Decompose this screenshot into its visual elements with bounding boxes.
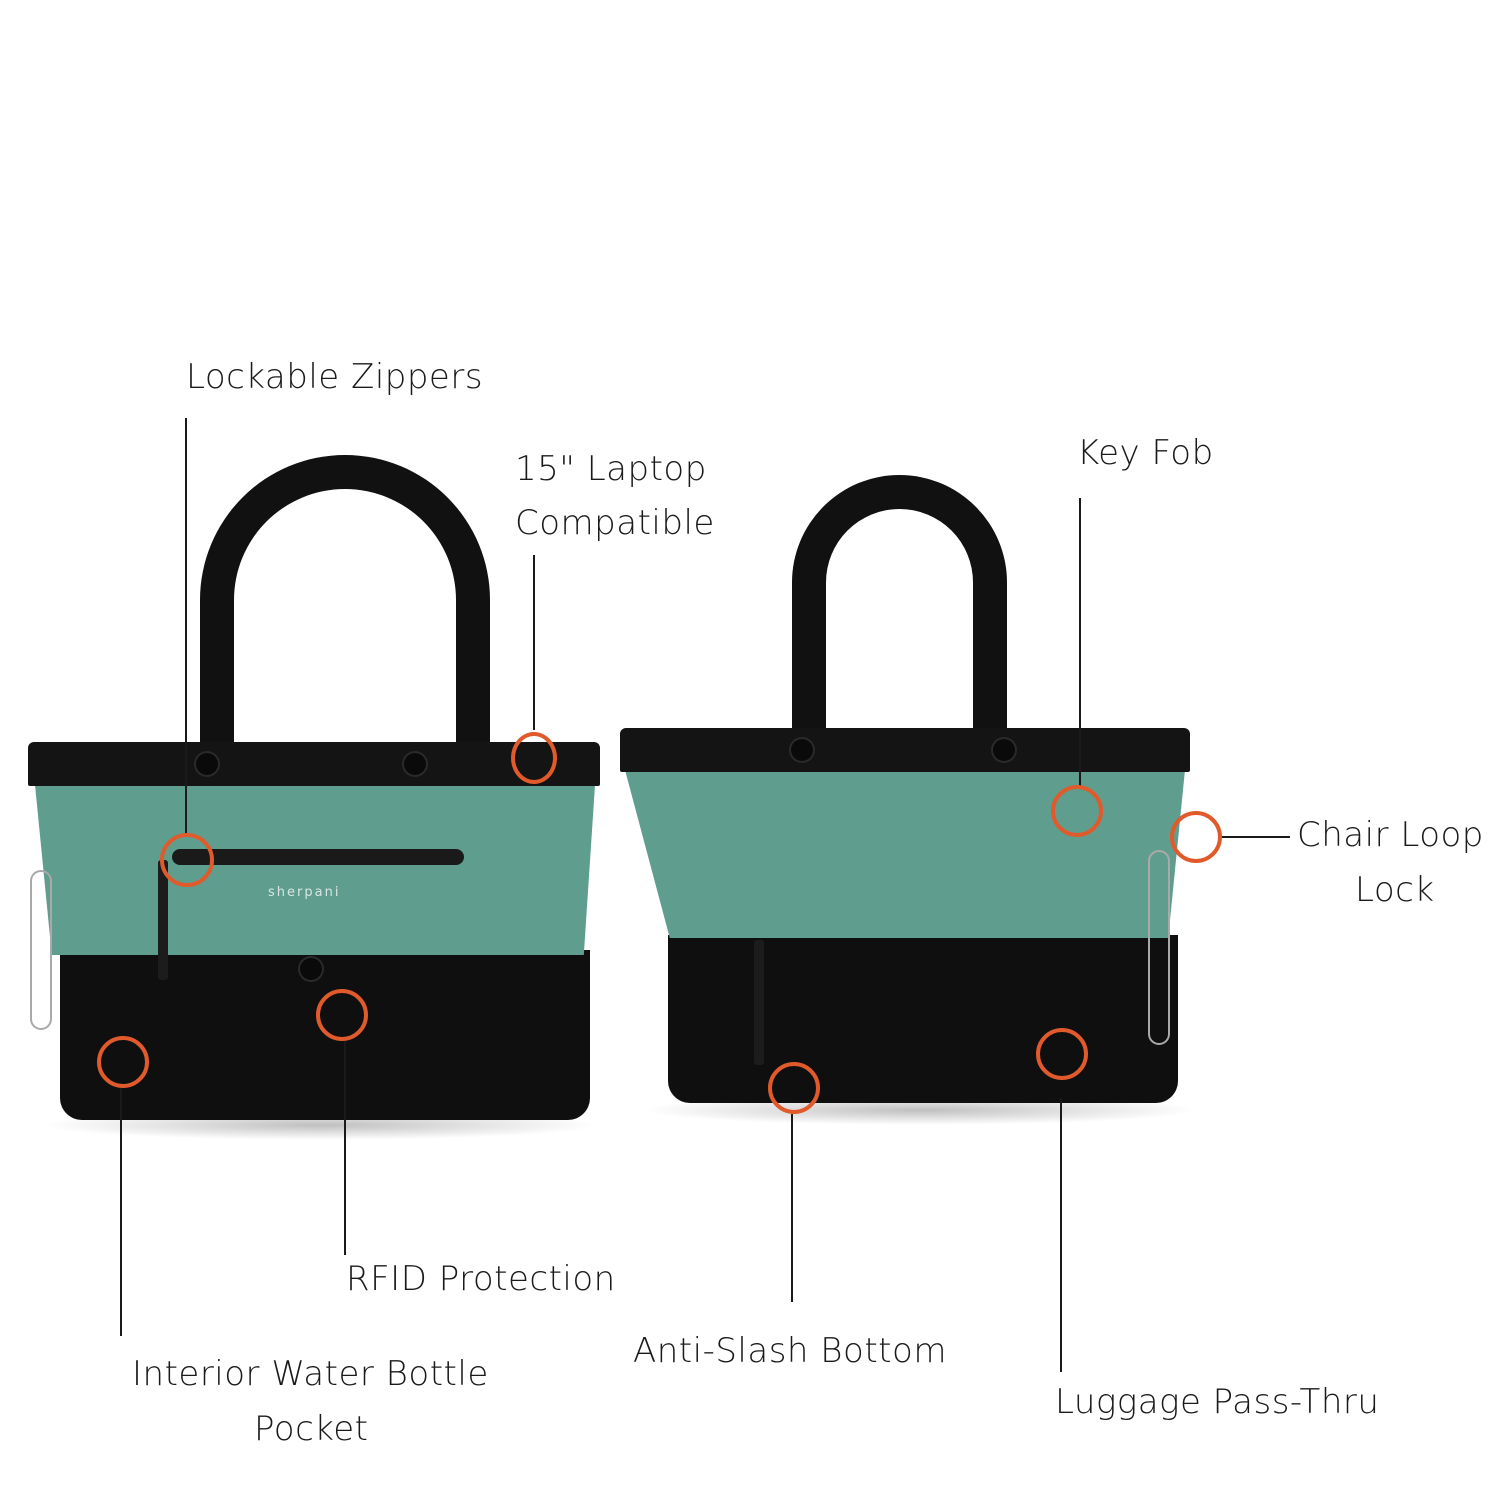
feature-rfid-label: RFID Protection	[346, 1259, 616, 1299]
feature-chair-loop-label-1: Chair Loop	[1297, 815, 1484, 855]
callout-line	[344, 1041, 346, 1255]
feature-water-bottle-label-1: Interior Water Bottle	[132, 1354, 489, 1394]
security-cable	[1148, 850, 1170, 1045]
anti-slash-marker	[768, 1062, 820, 1114]
snap-button	[791, 739, 813, 761]
chair-loop-marker	[1170, 811, 1222, 863]
snap-button	[404, 753, 426, 775]
feature-water-bottle-label-2: Pocket	[254, 1409, 369, 1449]
snap-button	[993, 739, 1015, 761]
feature-key-fob-label: Key Fob	[1077, 433, 1214, 473]
zipper-pull	[754, 940, 764, 1065]
snap-button	[196, 753, 218, 775]
callout-line	[533, 555, 535, 730]
rfid-marker	[316, 989, 368, 1041]
water-bottle-marker	[97, 1036, 149, 1088]
bag-handle	[200, 455, 490, 755]
callout-line	[185, 418, 187, 836]
callout-line	[1079, 498, 1081, 786]
brand-logo: sherpani	[268, 885, 341, 900]
lockable-zippers-marker	[160, 833, 214, 887]
feature-luggage-label: Luggage Pass-Thru	[1055, 1382, 1380, 1422]
feature-lockable-zippers-label: Lockable Zippers	[186, 357, 484, 397]
bag-trim	[620, 728, 1190, 772]
callout-line	[791, 1114, 793, 1302]
laptop-marker	[511, 732, 557, 784]
front-zipper	[172, 849, 464, 865]
bag-top-panel	[35, 785, 595, 955]
zipper-pull	[158, 860, 168, 980]
bag-handle	[792, 475, 1007, 755]
bag-bottom-panel	[668, 935, 1178, 1103]
snap-button	[300, 958, 322, 980]
feature-laptop-label-1: 15" Laptop	[515, 449, 707, 489]
security-cable	[30, 870, 52, 1030]
callout-line	[1222, 836, 1290, 838]
feature-anti-slash-label: Anti-Slash Bottom	[633, 1331, 947, 1371]
bag-top-panel	[625, 770, 1185, 938]
callout-line	[1060, 1098, 1062, 1372]
luggage-marker	[1036, 1028, 1088, 1080]
feature-chair-loop-label-2: Lock	[1355, 870, 1435, 910]
callout-line	[120, 1088, 122, 1336]
feature-laptop-label-2: Compatible	[515, 503, 715, 543]
key-fob-marker	[1051, 785, 1103, 837]
bag-trim	[28, 742, 600, 786]
